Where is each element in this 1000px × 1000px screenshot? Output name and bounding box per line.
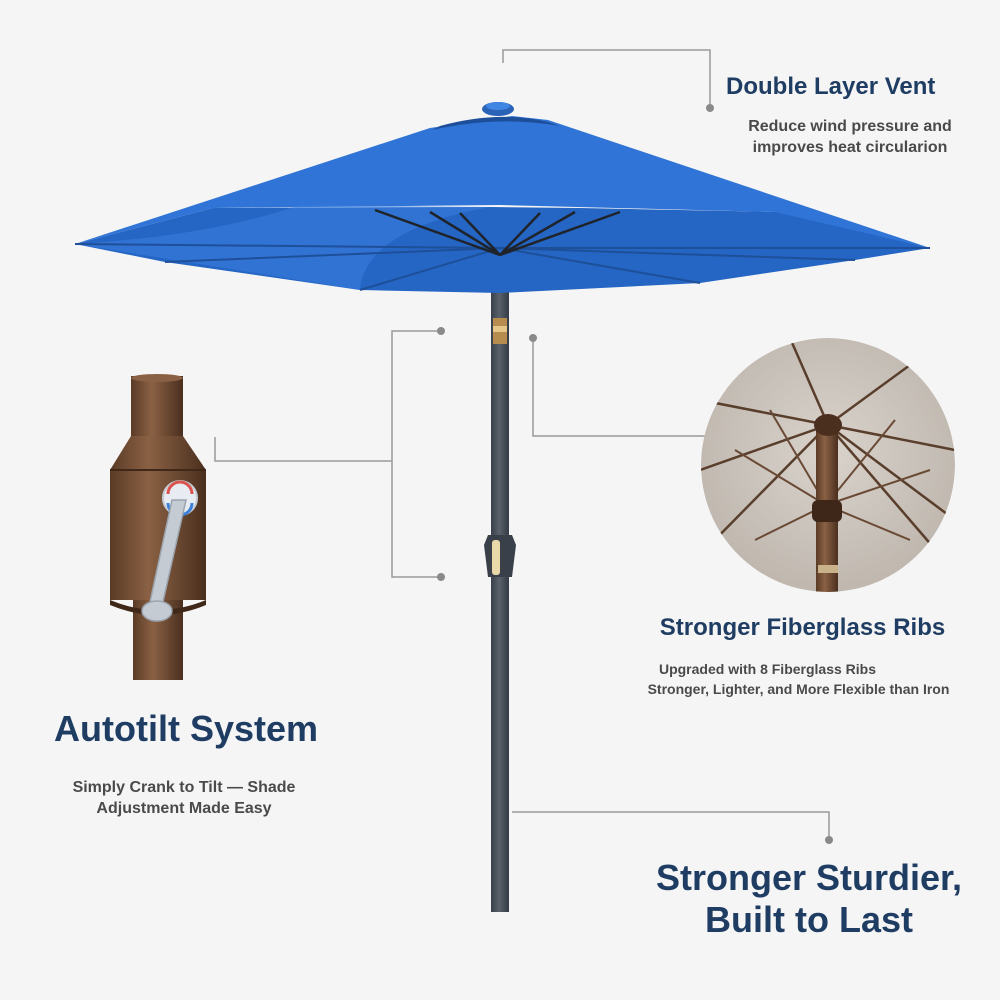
tilt-desc-line2: Adjustment Made Easy (96, 800, 272, 817)
ribs-desc-line2: Stronger, Lighter, and More Flexible tha… (647, 681, 950, 697)
pole-title-line2: Built to Last (705, 899, 913, 940)
callout-pole-line (512, 811, 830, 838)
umbrella-pole (484, 232, 516, 912)
callout-lines (214, 49, 830, 838)
vent-title: Double Layer Vent (726, 73, 936, 100)
ribs-inset-image (701, 338, 955, 592)
umbrella-canopy (74, 102, 930, 293)
callout-vent-line (502, 49, 711, 108)
callout-tilt-line (391, 330, 441, 578)
callout-dots (437, 104, 833, 844)
tilt-title: Autotilt System (54, 708, 319, 749)
pole-title-line1: Stronger Sturdier, (655, 857, 963, 898)
ribs-desc-line1: Upgraded with 8 Fiberglass Ribs (658, 661, 877, 677)
crank-inset-image (110, 374, 206, 680)
callout-tilt-branch (214, 437, 392, 462)
ribs-title: Stronger Fiberglass Ribs (659, 614, 946, 641)
tilt-desc-line1: Simply Crank to Tilt — Shade (72, 779, 296, 796)
vent-desc-line1: Reduce wind pressure and (748, 118, 952, 135)
callout-ribs-line (532, 338, 706, 437)
vent-desc-line2: improves heat circularion (752, 139, 948, 156)
